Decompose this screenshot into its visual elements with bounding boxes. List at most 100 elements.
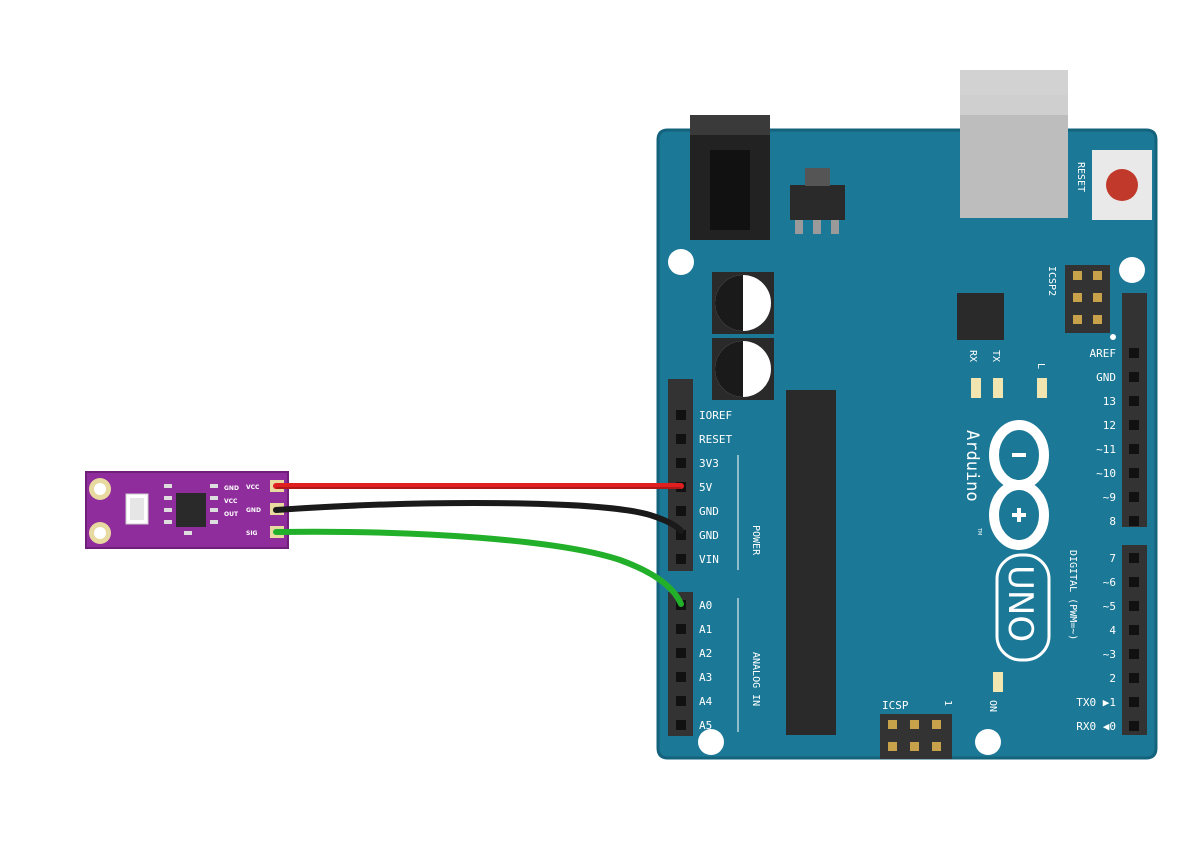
l-led: [1037, 378, 1047, 398]
pin-label: A4: [699, 695, 713, 708]
pin-label: A2: [699, 647, 712, 660]
regulator-tab: [805, 168, 830, 186]
pin-label: 7: [1109, 552, 1116, 565]
tx-led: [993, 378, 1003, 398]
pin-label: 8: [1109, 515, 1116, 528]
header-pin[interactable]: [676, 624, 686, 634]
pin-label: GND: [699, 529, 719, 542]
capacitor: [712, 272, 774, 334]
header-pin[interactable]: [1129, 468, 1139, 478]
pin-label: ~3: [1103, 648, 1116, 661]
header-pin[interactable]: [676, 506, 686, 516]
l-label: L: [1035, 363, 1046, 369]
uv-sensor-window: [130, 498, 144, 520]
mounting-hole: [668, 249, 694, 275]
header-pin[interactable]: [1129, 444, 1139, 454]
header-pin[interactable]: [1129, 577, 1139, 587]
pin-label: A5: [699, 719, 712, 732]
pin-label: ~9: [1103, 491, 1116, 504]
power-header: [668, 379, 693, 571]
pin-label: 2: [1109, 672, 1116, 685]
pin-label: 13: [1103, 395, 1116, 408]
icsp-label: ICSP: [882, 699, 909, 712]
header-pin[interactable]: [1129, 492, 1139, 502]
usb-chip: [957, 293, 1004, 340]
pin-label: GND: [699, 505, 719, 518]
header-pin[interactable]: [676, 696, 686, 706]
sensor-pin-label: GND: [246, 507, 261, 514]
pin-label: RX0 ◀0: [1076, 720, 1116, 733]
pin-label: 3V3: [699, 457, 719, 470]
capacitor: [712, 338, 774, 400]
header-pin[interactable]: [676, 458, 686, 468]
header-pin[interactable]: [1129, 396, 1139, 406]
header-pin[interactable]: [1129, 348, 1139, 358]
pin-label: TX0 ▶1: [1076, 696, 1116, 709]
header-pin[interactable]: [1129, 649, 1139, 659]
header-pin[interactable]: [1129, 420, 1139, 430]
rx-label: RX: [967, 350, 978, 362]
reset-label: RESET: [1075, 162, 1086, 192]
icsp2-header: [1065, 265, 1116, 340]
regulator-leg-3: [831, 220, 839, 234]
pin-label: A0: [699, 599, 712, 612]
pin-label: ~6: [1103, 576, 1116, 589]
regulator-leg-1: [795, 220, 803, 234]
wire-sig-a0[interactable]: [273, 528, 684, 607]
pin-label: 12: [1103, 419, 1116, 432]
header-pin[interactable]: [1129, 553, 1139, 563]
arduino-logo: [989, 420, 1049, 550]
sensor-components: [164, 484, 218, 535]
sensor-pin-label: SIG: [246, 530, 258, 537]
header-pin[interactable]: [1129, 516, 1139, 526]
header-pin[interactable]: [1129, 721, 1139, 731]
header-pin[interactable]: [1129, 372, 1139, 382]
header-pin[interactable]: [676, 672, 686, 682]
pin-label: VIN: [699, 553, 719, 566]
header-pin[interactable]: [676, 530, 686, 540]
sensor-silk-label: VCC: [224, 498, 238, 505]
usb-port: [960, 95, 1068, 218]
pin-label: ~11: [1096, 443, 1116, 456]
header-pin[interactable]: [1129, 601, 1139, 611]
arduino-trademark: TM: [976, 527, 982, 535]
arduino-board: RESET ICSP2 RX: [656, 70, 1158, 760]
board-pcb: [656, 128, 1158, 760]
pin-label: GND: [1096, 371, 1116, 384]
digital-header-top: [1122, 293, 1147, 527]
sensor-pin-label: VCC: [246, 484, 260, 491]
sensor-pcb: [85, 471, 289, 549]
wires: [273, 483, 684, 607]
amplifier-chip: [176, 493, 206, 527]
pin-label: 4: [1109, 624, 1116, 637]
header-pin[interactable]: [676, 720, 686, 730]
analog-header: [668, 592, 693, 736]
header-pin[interactable]: [676, 434, 686, 444]
power-jack-top: [690, 115, 770, 135]
wire-gnd-gnd[interactable]: [273, 500, 684, 534]
regulator-leg-2: [813, 220, 821, 234]
mounting-hole-center: [94, 483, 106, 495]
reset-button[interactable]: [1106, 169, 1138, 201]
header-pin[interactable]: [1129, 673, 1139, 683]
header-pin[interactable]: [1129, 625, 1139, 635]
header-pin[interactable]: [676, 410, 686, 420]
header-pin[interactable]: [1129, 697, 1139, 707]
pin-label: A1: [699, 623, 712, 636]
power-jack-hole: [710, 150, 750, 230]
mounting-hole: [975, 729, 1001, 755]
header-pin[interactable]: [676, 554, 686, 564]
analog-group-label: ANALOG IN: [750, 652, 761, 706]
icsp-pin1-label: 1: [942, 700, 953, 706]
on-label: ON: [987, 700, 998, 712]
uno-label: UNO: [1000, 565, 1040, 642]
pin-label: RESET: [699, 433, 732, 446]
pin-label: ~5: [1103, 600, 1116, 613]
tx-label: TX: [990, 350, 1001, 362]
icsp2-label: ICSP2: [1046, 266, 1057, 296]
header-pin[interactable]: [676, 648, 686, 658]
pin-label: ~10: [1096, 467, 1116, 480]
mounting-hole: [698, 729, 724, 755]
